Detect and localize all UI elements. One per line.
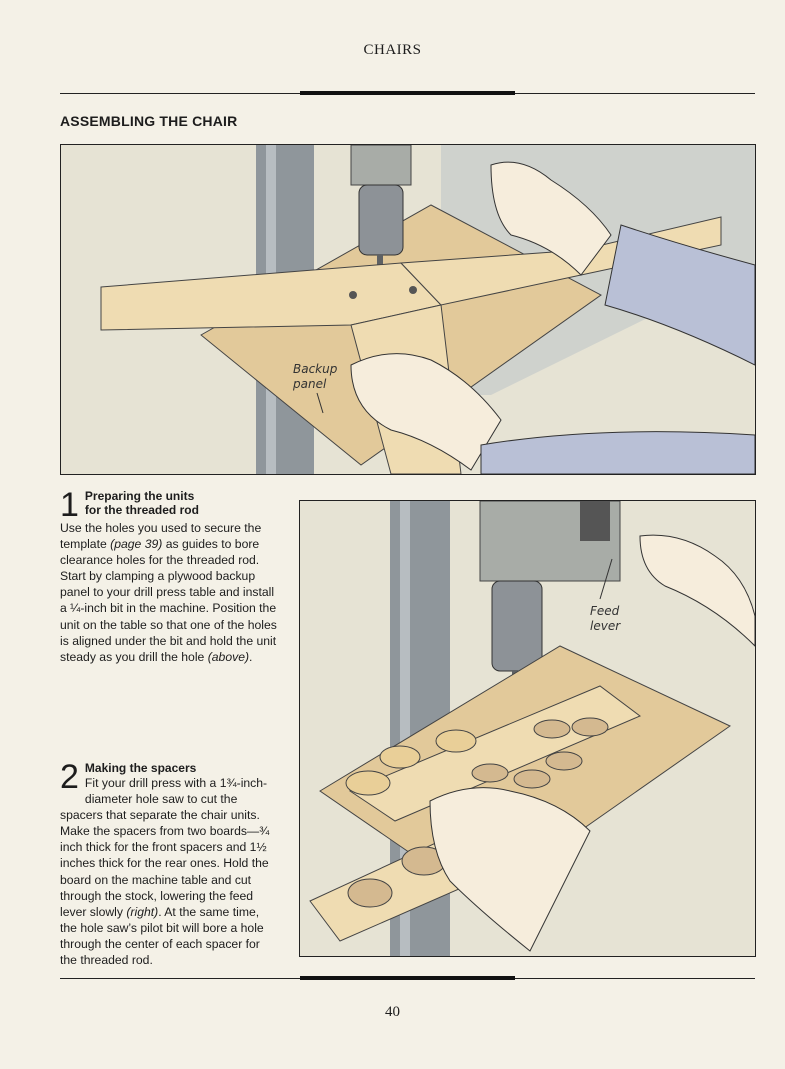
step-2-body-crossref: (right) xyxy=(126,904,159,919)
step-1-body-crossref: (above) xyxy=(207,649,250,664)
backup-panel-label-line1: Backup xyxy=(293,362,338,376)
header-rule-accent xyxy=(300,91,515,95)
step-2: 2 Making the spacers Fit your drill pres… xyxy=(60,758,278,968)
step-1-body-part: as guides to bore clearance holes for th… xyxy=(60,537,277,664)
step-2-number: 2 xyxy=(60,758,79,796)
step-1-body-part: . xyxy=(249,649,253,664)
step-1-body-crossref: (page 39) xyxy=(110,537,163,552)
step-2-body-part: Fit your drill press with a 1¾-inch-diam… xyxy=(60,776,270,919)
step-1-heading-line1: Preparing the units xyxy=(84,489,195,503)
step-1-body: Use the holes you used to secure the tem… xyxy=(60,520,278,665)
step-1: 1 Preparing the units for the threaded r… xyxy=(60,486,278,665)
figure-hole-saw-spacers: Feed lever xyxy=(299,500,756,957)
drill-press-illustration-top: Backup panel xyxy=(61,145,755,474)
drill-press-illustration-spacers: Feed lever xyxy=(300,501,755,956)
section-title: ASSEMBLING THE CHAIR xyxy=(60,113,238,129)
step-2-body: Fit your drill press with a 1¾-inch-diam… xyxy=(60,776,269,967)
step-2-heading: Making the spacers xyxy=(84,761,197,775)
backup-panel-label-line2: panel xyxy=(292,377,327,391)
page-number: 40 xyxy=(385,1004,400,1020)
footer-rule-accent xyxy=(300,976,515,980)
step-2-body-part: . At the same time, the hole saw’s pilot… xyxy=(60,904,264,968)
feed-lever-label-line2: lever xyxy=(590,619,621,633)
figure-drill-press-backup-panel: Backup panel xyxy=(60,144,756,475)
running-head: CHAIRS xyxy=(363,42,422,58)
step-1-heading-line2: for the threaded rod xyxy=(84,503,199,517)
feed-lever-label-line1: Feed xyxy=(590,604,620,618)
step-1-number: 1 xyxy=(60,486,79,524)
step-1-body-part: Use the holes you used to secure the tem… xyxy=(60,521,262,552)
